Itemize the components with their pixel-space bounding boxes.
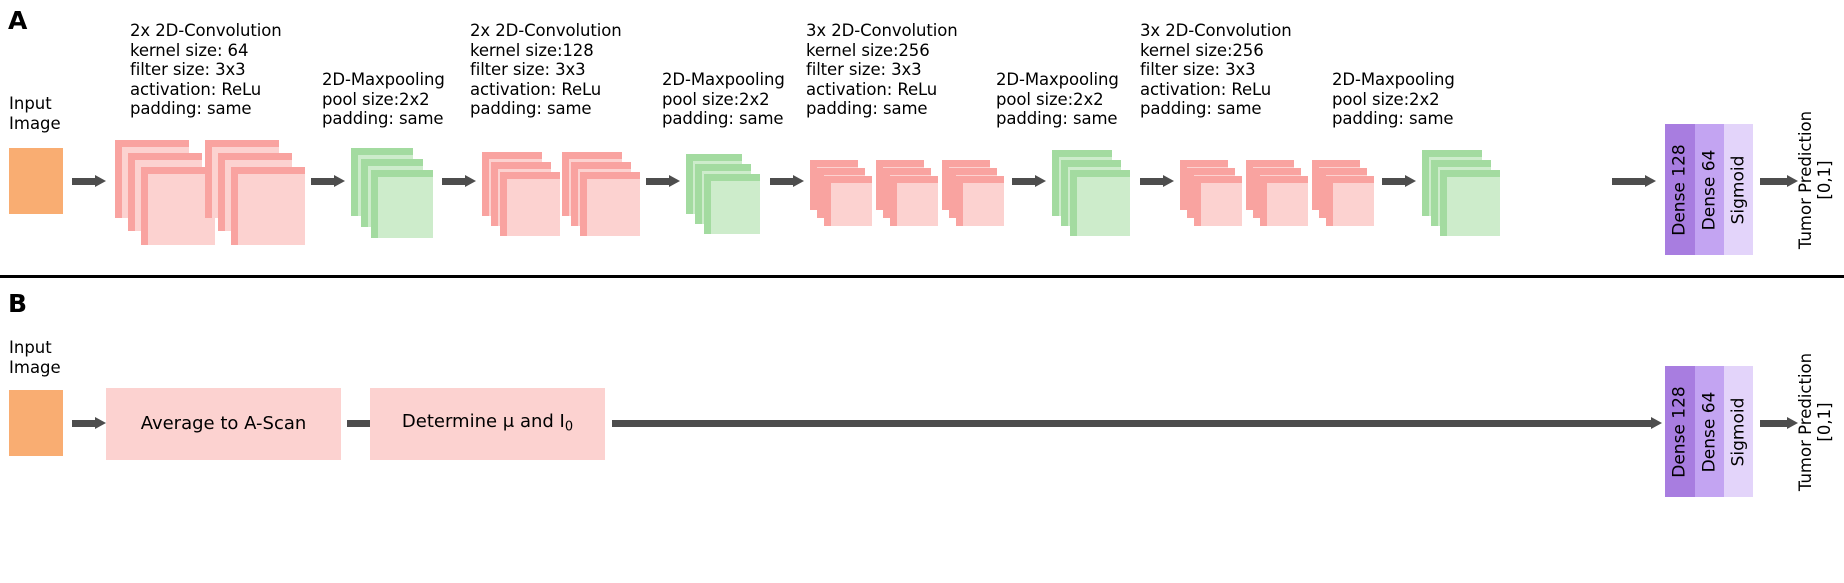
arrow-conv2-to-pool2: [646, 175, 680, 187]
arrow-input-to-conv1: [72, 175, 106, 187]
dense-bar-dense128: Dense 128: [1665, 124, 1695, 255]
panel-b-output-label: Tumor Prediction [0,1]: [1790, 342, 1840, 502]
conv-stack-3b: [876, 160, 938, 226]
conv-stack-4a: [1180, 160, 1242, 226]
conv-stack-2a: [482, 152, 560, 236]
caption-conv-block-1: 2x 2D-Convolution kernel size: 64 filter…: [130, 21, 282, 118]
panel-divider: [0, 275, 1844, 278]
conv-stack-3c: [942, 160, 1004, 226]
panel-b-input-label: Input Image: [9, 338, 61, 377]
arrow-input-to-average-b: [72, 417, 106, 429]
step-label-subscript: 0: [564, 419, 574, 435]
caption-conv-block-2: 2x 2D-Convolution kernel size:128 filter…: [470, 21, 622, 118]
pool-stack-4: [1422, 150, 1500, 236]
pool-stack-1: [351, 148, 433, 238]
pool-stack-3: [1052, 150, 1130, 236]
panel-letter-a: A: [8, 6, 28, 35]
arrow-conv1-to-pool1: [311, 175, 345, 187]
panel-letter-b: B: [8, 289, 28, 318]
panel-b-input-image: [9, 390, 63, 456]
dense-bar-dense64: Dense 64: [1695, 366, 1724, 497]
step-average-to-a-scan: Average to A-Scan: [106, 388, 341, 460]
panel-a-input-label: Input Image: [9, 94, 61, 133]
arrow-dense-to-output-a: [1760, 175, 1798, 187]
step-label: Average to A-Scan: [140, 413, 307, 434]
dense-bar-dense128: Dense 128: [1665, 366, 1695, 497]
conv-stack-3a: [810, 160, 872, 226]
panel-b-dense-block: Dense 128 Dense 64 Sigmoid: [1665, 366, 1753, 497]
caption-maxpool-1: 2D-Maxpooling pool size:2x2 padding: sam…: [322, 70, 445, 128]
panel-a-dense-block: Dense 128 Dense 64 Sigmoid: [1665, 124, 1753, 255]
conv-stack-1b: [205, 140, 305, 245]
panel-a-output-label-text: Tumor Prediction [0,1]: [1796, 110, 1834, 250]
caption-maxpool-4: 2D-Maxpooling pool size:2x2 padding: sam…: [1332, 70, 1455, 128]
dense-bar-sigmoid: Sigmoid: [1724, 124, 1753, 255]
conv-stack-4c: [1312, 160, 1374, 226]
step-label-prefix: Determine μ and I: [401, 411, 565, 433]
panel-a-output-label: Tumor Prediction [0,1]: [1790, 100, 1840, 260]
arrow-pool4-to-dense: [1612, 175, 1658, 187]
dense-bar-label: Dense 128: [1669, 385, 1690, 478]
caption-maxpool-2: 2D-Maxpooling pool size:2x2 padding: sam…: [662, 70, 785, 128]
arrow-pool3-to-conv4: [1140, 175, 1174, 187]
caption-conv-block-4: 3x 2D-Convolution kernel size:256 filter…: [1140, 21, 1292, 118]
pool-stack-2: [686, 154, 760, 234]
caption-conv-block-3: 3x 2D-Convolution kernel size:256 filter…: [806, 21, 958, 118]
arrow-pool2-to-conv3: [770, 175, 804, 187]
conv-stack-4b: [1246, 160, 1308, 226]
dense-bar-dense64: Dense 64: [1695, 124, 1724, 255]
caption-maxpool-3: 2D-Maxpooling pool size:2x2 padding: sam…: [996, 70, 1119, 128]
step-determine-mu-i0: Determine μ and I0: [370, 388, 605, 460]
arrow-conv3-to-pool3: [1012, 175, 1046, 187]
arrow-pool1-to-conv2: [442, 175, 476, 187]
dense-bar-label: Dense 128: [1669, 143, 1690, 236]
dense-bar-label: Sigmoid: [1728, 155, 1748, 224]
dense-bar-label: Dense 64: [1699, 149, 1719, 230]
step-label: Determine μ and I0: [402, 413, 573, 435]
arrow-dense-to-output-b: [1760, 417, 1798, 429]
dense-bar-label: Dense 64: [1699, 391, 1719, 472]
panel-a-input-image: [9, 148, 63, 214]
dense-bar-sigmoid: Sigmoid: [1724, 366, 1753, 497]
panel-b-output-label-text: Tumor Prediction [0,1]: [1796, 352, 1834, 492]
conv-stack-1a: [115, 140, 215, 245]
conv-stack-2b: [562, 152, 640, 236]
arrow-determine-to-dense-b: [612, 417, 1662, 429]
arrow-conv4-to-pool4: [1382, 175, 1416, 187]
dense-bar-label: Sigmoid: [1728, 397, 1748, 466]
